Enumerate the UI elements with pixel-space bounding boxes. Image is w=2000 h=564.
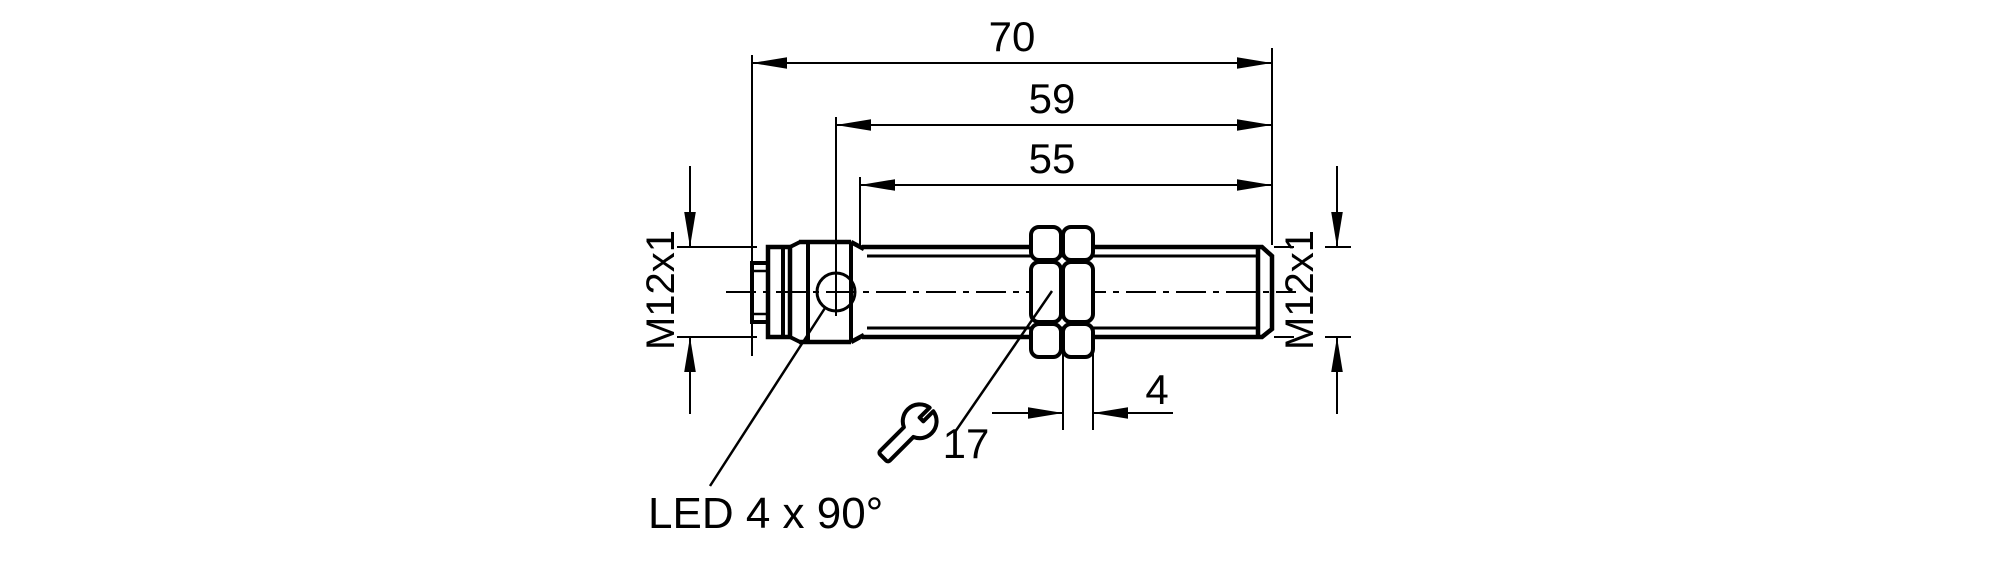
dimension-thread-length: 55 — [859, 135, 1272, 245]
dimension-label-59: 59 — [1029, 75, 1076, 122]
wrench-icon — [877, 402, 939, 464]
thread-label-left: M12x1 — [639, 230, 683, 350]
wrench-size-callout: 17 — [877, 290, 1054, 467]
housing-chamfer-bottom-left — [789, 335, 801, 344]
led-label: LED 4 x 90° — [648, 489, 883, 538]
end-cap-face — [1258, 244, 1275, 340]
nut-facet-bottom — [1061, 322, 1095, 359]
dimension-connector-thread: M12x1 — [639, 166, 757, 414]
nut-facet-middle — [1061, 260, 1095, 324]
dimension-housing-length: 59 — [835, 75, 1272, 316]
dimension-overall-length: 70 — [751, 13, 1273, 356]
dimension-nut-width: 4 — [992, 350, 1173, 430]
leader-line-nut — [953, 290, 1054, 433]
dimension-label-70: 70 — [989, 13, 1036, 60]
led-callout: LED 4 x 90° — [648, 307, 883, 538]
leader-line-led — [708, 307, 827, 487]
dimension-barrel-thread: M12x1 — [1274, 166, 1351, 414]
connector-thread-ring — [765, 244, 793, 340]
nut-facet-bottom — [1029, 322, 1063, 359]
lock-nut-right — [1061, 225, 1095, 359]
housing-chamfer-top-left — [789, 240, 801, 249]
barrel-chamfer-top — [849, 240, 866, 251]
thread-label-right: M12x1 — [1278, 230, 1322, 350]
dimension-label-4: 4 — [1145, 366, 1168, 413]
nut-facet-top — [1061, 225, 1095, 262]
wrench-size-label: 17 — [943, 420, 990, 467]
dimension-label-55: 55 — [1029, 135, 1076, 182]
barrel-chamfer-bottom — [849, 333, 866, 344]
lock-nut-left — [1029, 225, 1063, 359]
nut-facet-top — [1029, 225, 1063, 262]
